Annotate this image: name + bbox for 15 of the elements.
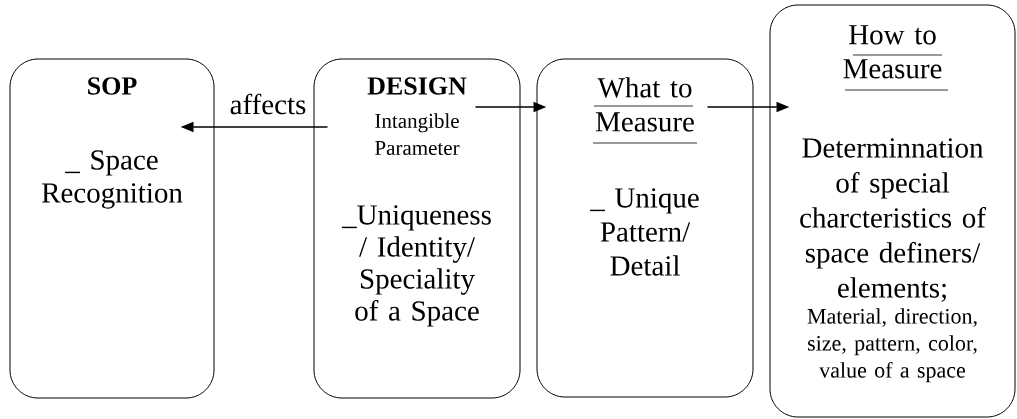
box-text: _ Unique Pattern/ Detail [590,188,699,276]
edge-label: affects [228,92,308,116]
box-text: Intangible Parameter [375,113,460,155]
box-heading: DESIGN [367,77,467,95]
process-box [9,58,215,399]
box-text: _ Space Recognition [41,150,183,209]
box-text: Determinnation of special charcteristics of space definers/ elements; [800,138,986,302]
box-heading: SOP [88,77,137,95]
box-text: _Uniqueness / Identity/ Speciality of a Space [341,205,491,327]
box-text: Material, direction, size, pattern, color, value of a space [807,308,977,383]
process-box [536,58,754,398]
process-box [313,58,521,399]
box-heading: What to Measure [592,77,698,144]
box-heading: How to Measure [843,25,949,91]
process-box [769,4,1016,418]
